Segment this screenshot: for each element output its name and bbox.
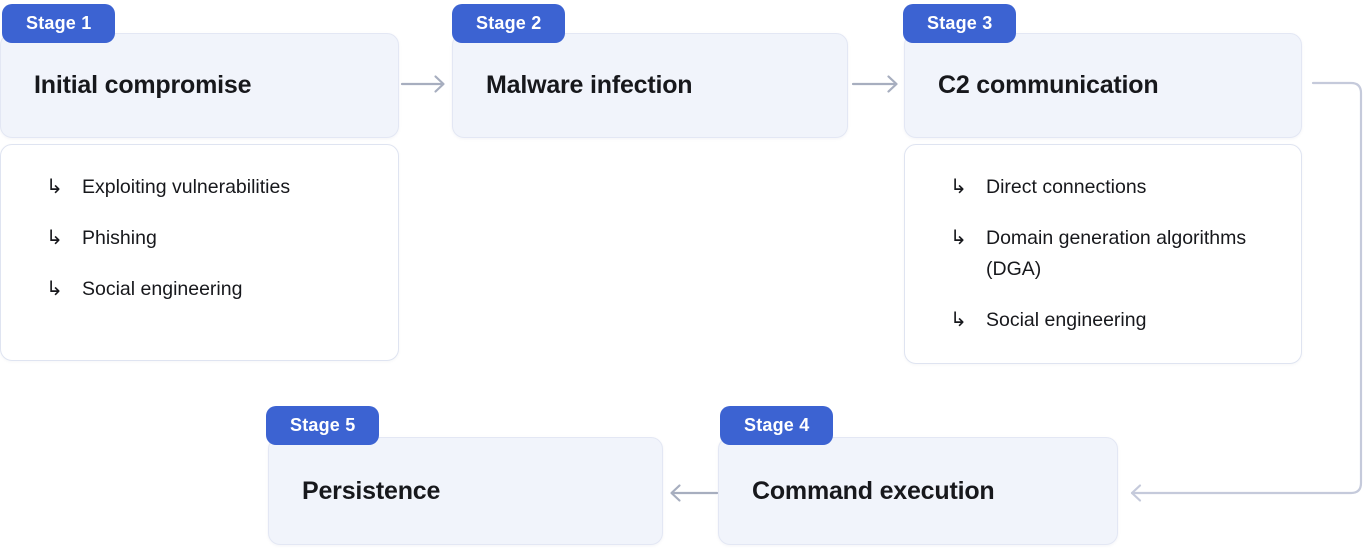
stage-5-badge: Stage 5 bbox=[266, 406, 380, 445]
list-item: ↳ Exploiting vulnerabilities bbox=[46, 172, 370, 203]
stage-1-title: Initial compromise bbox=[34, 71, 252, 99]
stage-1-box: Initial compromise bbox=[0, 33, 399, 138]
list-item: ↳ Phishing bbox=[46, 223, 370, 254]
branch-arrow-icon: ↳ bbox=[950, 227, 967, 249]
list-item-label: Social engineering bbox=[82, 278, 243, 300]
stage-4-box: Command execution bbox=[718, 437, 1118, 545]
stage-2-title: Malware infection bbox=[486, 71, 693, 99]
list-item: ↳ Social engineering bbox=[950, 305, 1273, 336]
branch-arrow-icon: ↳ bbox=[46, 227, 63, 249]
list-item: ↳ Direct connections bbox=[950, 172, 1273, 203]
stage-4-badge: Stage 4 bbox=[720, 406, 834, 445]
stage-3-details: ↳ Direct connections ↳ Domain generation… bbox=[904, 144, 1302, 364]
stage-1-details: ↳ Exploiting vulnerabilities ↳ Phishing … bbox=[0, 144, 399, 361]
list-item-label: Domain generation algorithms (DGA) bbox=[986, 227, 1247, 280]
list-item-label: Phishing bbox=[82, 227, 157, 249]
stage-5-title: Persistence bbox=[302, 476, 441, 505]
arrow-stage4-to-stage5 bbox=[670, 484, 719, 502]
stage-2-box: Malware infection bbox=[452, 33, 848, 138]
branch-arrow-icon: ↳ bbox=[950, 309, 967, 331]
arrow-stage2-to-stage3 bbox=[851, 75, 898, 93]
list-item-label: Exploiting vulnerabilities bbox=[82, 176, 291, 198]
stage-5-box: Persistence bbox=[268, 437, 663, 545]
list-item: ↳ Domain generation algorithms (DGA) bbox=[950, 223, 1273, 285]
stage-1-badge: Stage 1 bbox=[2, 4, 116, 43]
list-item-label: Social engineering bbox=[986, 309, 1147, 331]
stage-4-title: Command execution bbox=[752, 476, 995, 505]
list-item-label: Direct connections bbox=[986, 176, 1147, 198]
branch-arrow-icon: ↳ bbox=[46, 176, 63, 198]
stage-3-title: C2 communication bbox=[938, 71, 1159, 99]
list-item: ↳ Social engineering bbox=[46, 274, 370, 305]
arrow-stage1-to-stage2 bbox=[400, 75, 445, 93]
branch-arrow-icon: ↳ bbox=[46, 278, 63, 300]
branch-arrow-icon: ↳ bbox=[950, 176, 967, 198]
stage-3-box: C2 communication bbox=[904, 33, 1302, 138]
stage-2-badge: Stage 2 bbox=[452, 4, 566, 43]
stage-3-badge: Stage 3 bbox=[903, 4, 1017, 43]
